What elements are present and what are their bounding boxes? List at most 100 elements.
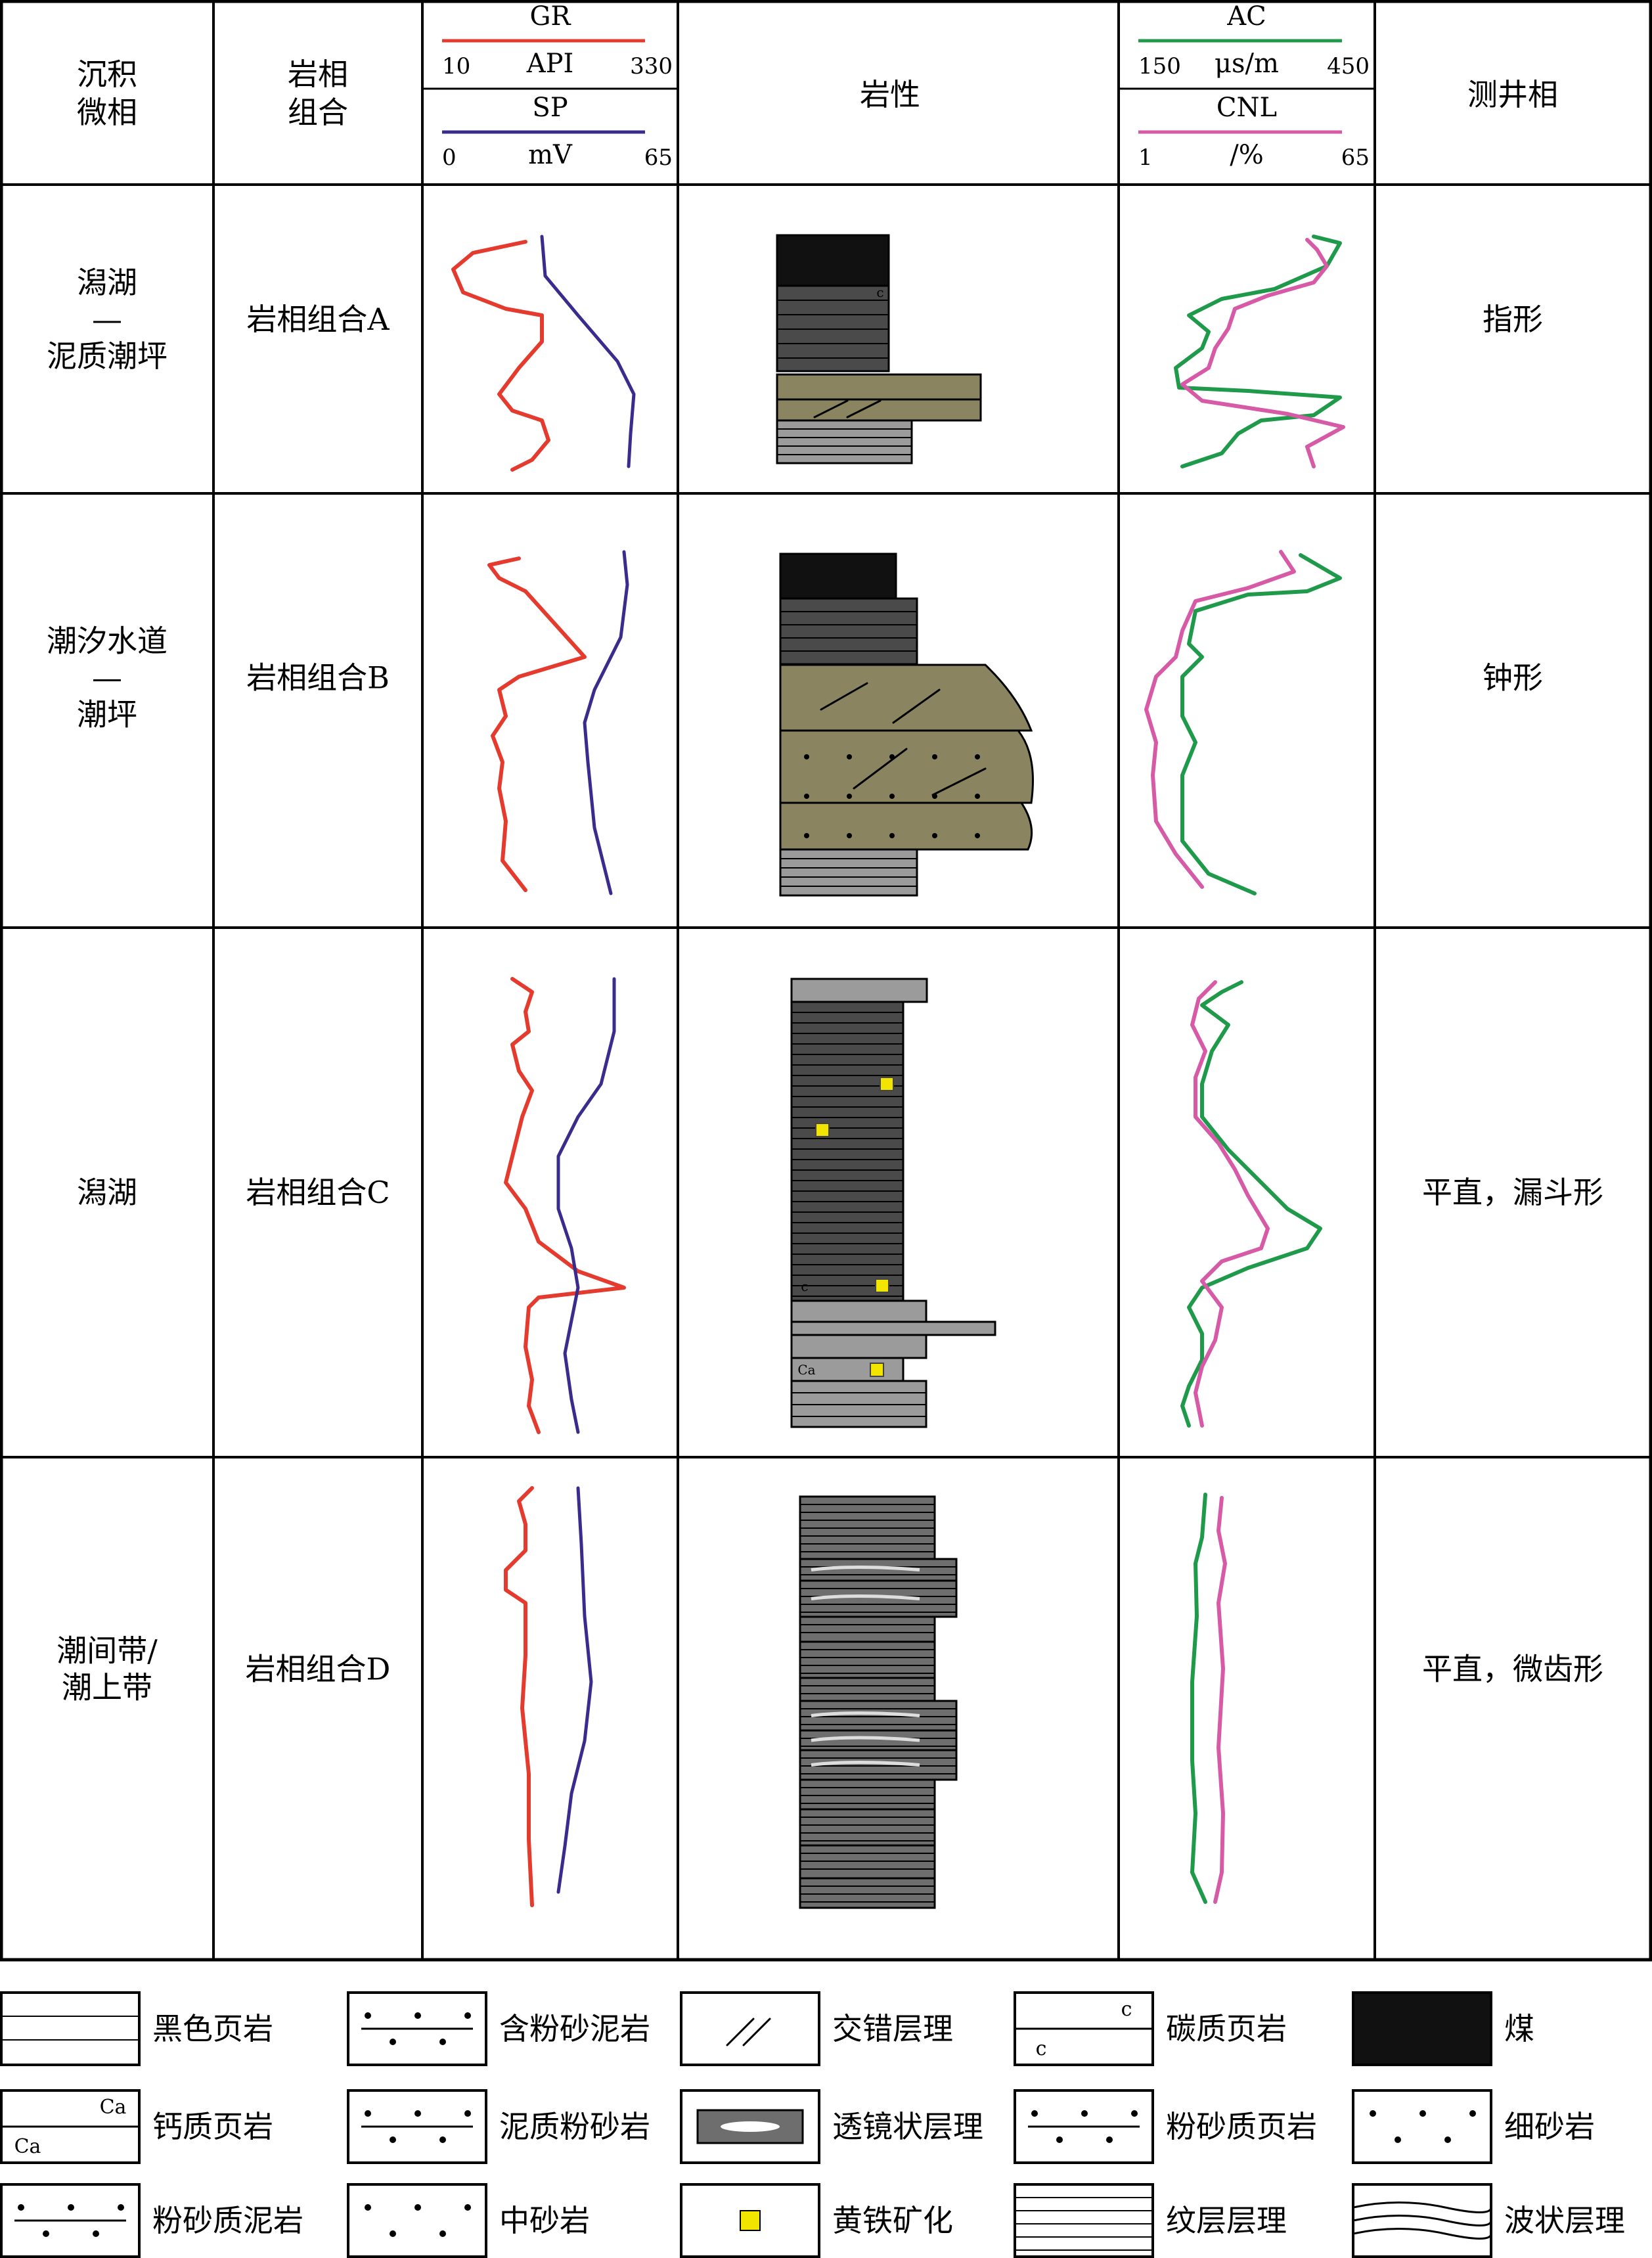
logfacies-label: 钟形 (1483, 660, 1543, 696)
assemblage-label: 岩相组合C (246, 1175, 390, 1210)
legend-item-silty-mudstone-2: 粉砂质泥岩 (0, 2183, 303, 2258)
facies-label: 潟湖 (77, 1175, 137, 1210)
sp-curve (540, 235, 636, 468)
sand-dot (804, 833, 809, 838)
legend-label: 透镜状层理 (832, 2109, 983, 2144)
sand-dot (889, 754, 895, 759)
dot (1131, 2110, 1138, 2117)
dot (68, 2204, 74, 2211)
fine-sandstone-bed (779, 664, 1033, 732)
gr-header-name: GR (529, 1, 571, 32)
ac-curve (1180, 553, 1342, 895)
laminated-shale-bed (799, 1808, 936, 1847)
assemblage-label: 岩相组合D (246, 1652, 391, 1687)
gr-curve (504, 1486, 534, 1907)
muddy-siltstone-bed (779, 848, 918, 897)
dot (1031, 2110, 1038, 2117)
gr-curve (504, 977, 626, 1434)
pyrite-marker (880, 1077, 894, 1091)
dot (414, 2204, 421, 2211)
carbonaceous-mark: c (876, 284, 883, 300)
cnl-header-unit: /% (1230, 140, 1263, 170)
header-assemblage: 岩相组合 (288, 56, 348, 130)
cnl-curve (1213, 1496, 1227, 1904)
legend-label: 粉砂质泥岩 (152, 2203, 303, 2238)
facies-label-line: 潟湖 (77, 265, 137, 300)
ac-curve (1190, 1493, 1207, 1904)
mark: c (1036, 2037, 1047, 2060)
laminated-shale-bed (799, 1640, 936, 1679)
silty-mudstone-bed (790, 1299, 927, 1323)
dot (1056, 2136, 1063, 2143)
ac-curve (1174, 235, 1342, 468)
lens-streak (811, 1566, 920, 1571)
logfacies-label: 平直，微齿形 (1422, 1652, 1603, 1687)
dot (464, 2204, 471, 2211)
header-facies-line: 沉积 (77, 56, 137, 92)
cross-bedding (853, 748, 908, 790)
assemblage-label: 岩相组合B (246, 660, 390, 696)
legend-label: 泥质粉砂岩 (499, 2109, 650, 2144)
facies-label-line: 潮汐水道 (47, 623, 167, 659)
fine-sandstone-icon (1352, 2089, 1492, 2164)
fine-sandstone-bed (776, 373, 982, 401)
header-logfacies: 测井相 (1467, 77, 1558, 112)
lithology-columns: c cCa (776, 234, 1034, 1909)
legend-item-laminated-bedding: 纹层层理 (1014, 2183, 1287, 2258)
logfacies-label: 指形 (1483, 302, 1543, 337)
gr-curve (487, 556, 587, 892)
mark: Ca (14, 2135, 41, 2158)
carbonaceous-mark: c (801, 1278, 808, 1294)
calcareous-mark: Ca (797, 1362, 815, 1378)
cnl-header-max: 65 (1341, 145, 1370, 171)
sand-dot (804, 754, 809, 759)
cnl-header-min: 1 (1138, 145, 1153, 171)
assemblage-label: 岩相组合A (246, 302, 390, 337)
legend-label: 黑色页岩 (152, 2011, 273, 2046)
lens-streak (811, 1711, 920, 1717)
black-shale-bed (790, 1001, 904, 1302)
cross-bedded-sandstone-bed (776, 398, 982, 422)
logfacies-label: 平直，漏斗形 (1422, 1175, 1603, 1210)
wavy-bedding-icon (1352, 2183, 1492, 2258)
wave-line (1352, 2202, 1492, 2213)
cross-bedding (813, 399, 849, 418)
dot (390, 2136, 396, 2143)
mark: Ca (100, 2096, 127, 2119)
facies-label: 潟湖—泥质潮坪 (47, 265, 167, 374)
dot (365, 2110, 371, 2117)
dot (1395, 2136, 1401, 2143)
facies-label-line: 潟湖 (77, 1175, 137, 1210)
legend-label: 碳质页岩 (1166, 2011, 1287, 2046)
sand-dot (847, 754, 852, 759)
cross-bedding (820, 682, 868, 711)
medium-sandstone-bed (779, 729, 1034, 804)
cross-bedding (892, 689, 941, 724)
wave-line (1352, 2228, 1492, 2240)
medium-sandstone-icon (347, 2183, 487, 2258)
sp-header-name: SP (532, 93, 568, 123)
sand-dot (975, 833, 980, 838)
dot (1444, 2136, 1451, 2143)
dot (365, 2204, 371, 2211)
legend-item-silty-mudstone: 含粉砂泥岩 (347, 1991, 650, 2066)
medium-sandstone-bed (779, 802, 1033, 851)
coal-icon (1352, 1991, 1492, 2066)
legend-item-silty-shale: 粉砂质页岩 (1014, 2089, 1317, 2164)
dot (1370, 2110, 1376, 2117)
sand-dot (847, 833, 852, 838)
legend-label: 细砂岩 (1504, 2109, 1595, 2144)
pyrite-marker (875, 1278, 889, 1293)
header-lithology: 岩性 (860, 77, 920, 112)
sand-dot (975, 794, 980, 799)
dot (43, 2230, 49, 2237)
silty-mudstone-bed (779, 597, 918, 666)
wave-line (1352, 2215, 1492, 2226)
cnl-curve (1144, 550, 1296, 889)
sp-header-min: 0 (442, 145, 457, 171)
